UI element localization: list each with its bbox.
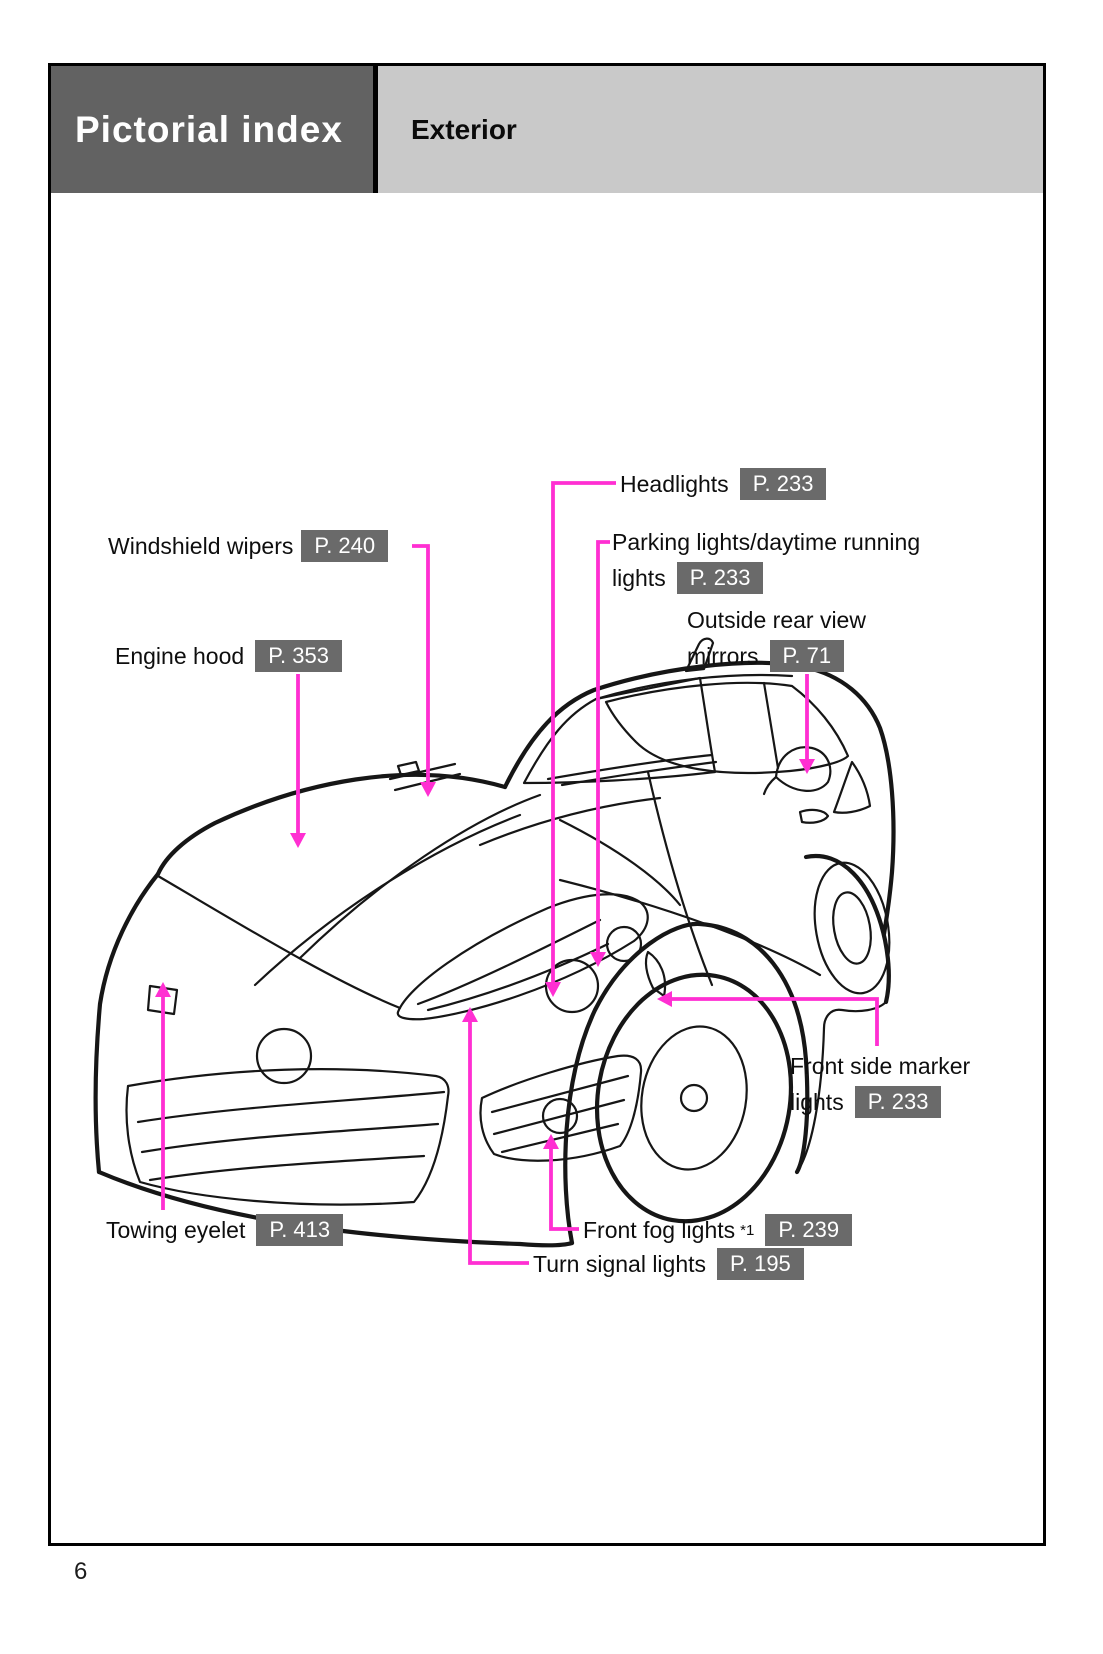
- page-ref-windshield-wipers: P. 240: [301, 530, 389, 562]
- label-headlights-text: Headlights: [620, 470, 729, 497]
- connector-front-fog: [543, 1134, 579, 1231]
- connector-engine-hood: [290, 674, 306, 848]
- section-title-cell: Pictorial index: [51, 66, 373, 193]
- connector-parking-lights: [590, 540, 610, 967]
- page-ref-parking-lights: P. 233: [676, 562, 764, 594]
- page-ref-turn-signal: P. 195: [717, 1248, 804, 1280]
- page-number: 6: [74, 1558, 88, 1585]
- connector-headlights: [545, 481, 616, 997]
- label-engine-hood: Engine hood P. 353: [115, 638, 342, 674]
- label-front-side-marker-line1: Front side marker: [790, 1052, 971, 1079]
- connector-turn-signal: [462, 1007, 529, 1265]
- label-windshield-wipers: Windshield wipers P. 240: [108, 528, 389, 564]
- page-ref-engine-hood: P. 353: [255, 640, 342, 672]
- label-outside-mirrors-line1: Outside rear view: [687, 606, 866, 633]
- label-engine-hood-text: Engine hood: [115, 642, 245, 669]
- label-towing-eyelet-text: Towing eyelet: [106, 1216, 246, 1243]
- section-title: Pictorial index: [75, 108, 343, 150]
- label-windshield-wipers-text: Windshield wipers: [108, 532, 294, 559]
- front-fog-footnote-marker: *1: [740, 1221, 755, 1239]
- page-ref-towing-eyelet: P. 413: [256, 1214, 344, 1246]
- label-turn-signal: Turn signal lights P. 195: [533, 1246, 804, 1282]
- connector-front-side-marker: [657, 991, 879, 1046]
- page-frame: Pictorial index Exterior: [48, 63, 1046, 1546]
- label-outside-mirrors-line2: mirrors: [687, 642, 759, 669]
- connector-outside-mirrors: [799, 674, 815, 774]
- chapter-title: Exterior: [411, 113, 517, 145]
- label-front-side-marker: Front side marker lights P. 233: [790, 1048, 970, 1120]
- label-front-fog: Front fog lights *1 P. 239: [583, 1212, 853, 1248]
- label-parking-lights-line2: lights: [612, 564, 666, 591]
- chapter-title-cell: Exterior: [378, 66, 1043, 193]
- label-outside-mirrors: Outside rear view mirrors P. 71: [687, 602, 866, 674]
- label-front-fog-text: Front fog lights: [583, 1216, 736, 1243]
- page-ref-headlights: P. 233: [739, 468, 827, 500]
- label-turn-signal-text: Turn signal lights: [533, 1250, 707, 1277]
- label-parking-lights: Parking lights/daytime running lights P.…: [612, 524, 920, 596]
- header-divider: [373, 66, 378, 193]
- page-header: Pictorial index Exterior: [51, 66, 1043, 193]
- label-parking-lights-line1: Parking lights/daytime running: [612, 528, 921, 555]
- connector-towing-eyelet: [155, 982, 171, 1210]
- car-body: [93, 637, 896, 1248]
- label-towing-eyelet: Towing eyelet P. 413: [106, 1212, 344, 1248]
- page-ref-front-fog: P. 239: [765, 1214, 853, 1246]
- page-ref-outside-mirrors: P. 71: [769, 640, 845, 672]
- label-headlights: Headlights P. 233: [620, 466, 827, 502]
- connector-windshield-wipers: [412, 544, 436, 797]
- page-ref-front-side-marker: P. 233: [854, 1086, 942, 1118]
- label-front-side-marker-line2: lights: [790, 1088, 844, 1115]
